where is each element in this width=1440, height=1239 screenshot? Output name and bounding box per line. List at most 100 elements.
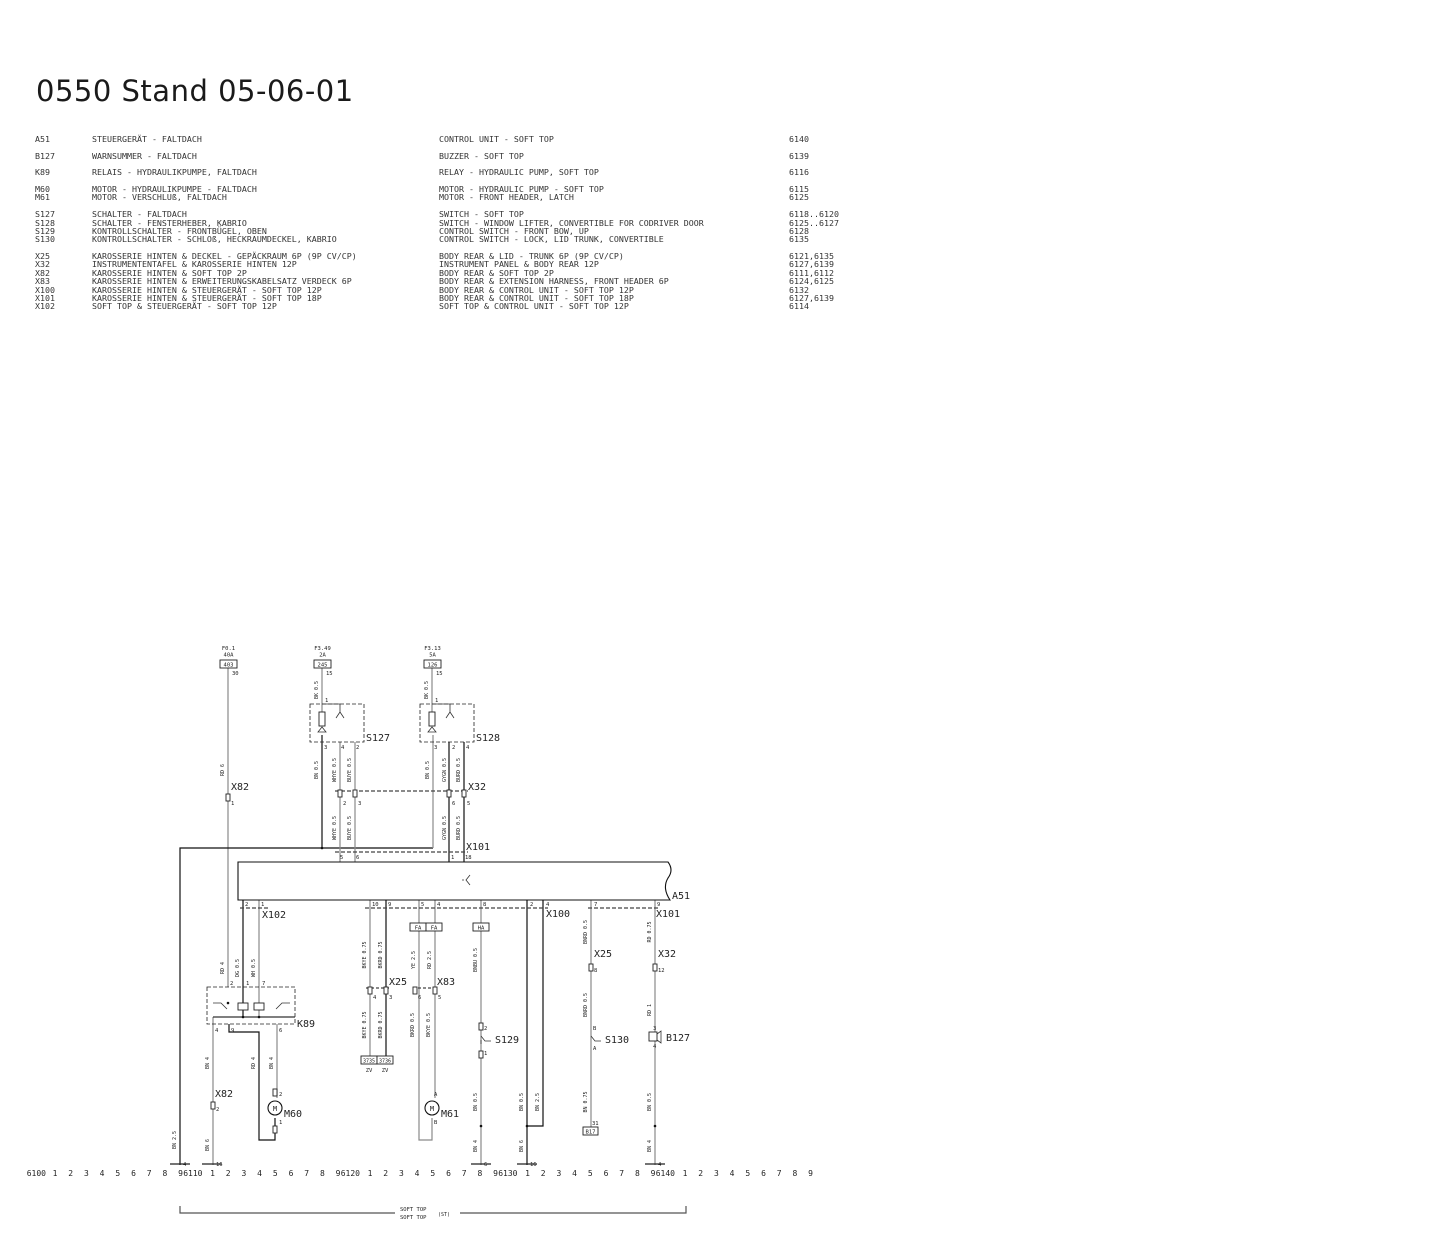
terminal-zv	[376, 1055, 394, 1065]
relay-k89	[206, 986, 296, 1025]
legend-code: X102	[35, 301, 55, 312]
ruler-digit: 6	[131, 1169, 136, 1178]
component-label: K89	[297, 1019, 315, 1030]
buzzer-icon	[656, 1030, 662, 1044]
legend-german: STEUERGERÄT - FALTDACH	[92, 134, 202, 144]
ruler-digit: 1	[53, 1169, 58, 1178]
pin-number: 4	[183, 1162, 187, 1168]
ruler-digit: 4	[257, 1169, 262, 1178]
ruler-digit: 8	[320, 1169, 325, 1178]
ruler-digit: 7	[147, 1169, 152, 1178]
pin-number: 2	[279, 1092, 282, 1098]
connector-terminal	[210, 1101, 216, 1110]
footer-label: SOFT TOP	[400, 1215, 427, 1221]
switch-s129-icon	[480, 1035, 491, 1044]
wire-label: BN 6	[519, 1140, 525, 1152]
fuse-label: F0.1	[222, 646, 235, 652]
pin-number: 2	[343, 801, 346, 807]
ruler-digit: 9	[178, 1169, 183, 1178]
ruler-digit: 9	[336, 1169, 341, 1178]
component-label: M60	[284, 1109, 302, 1120]
footer-label: SOFT TOP	[400, 1207, 427, 1213]
legend-code: S130	[35, 234, 55, 245]
ruler-digit: 9	[651, 1169, 656, 1178]
connector-label: X83	[437, 977, 455, 988]
legend-german: KONTROLLSCHALTER - SCHLOß, HECKRAUMDECKE…	[92, 234, 337, 245]
ruler-digit: 6	[446, 1169, 451, 1178]
pin-number: 31	[592, 1121, 599, 1127]
pin-number: 2	[452, 745, 455, 751]
pin-number: 4	[373, 995, 377, 1001]
motor-icon: M	[430, 1105, 434, 1113]
fuse-box	[313, 659, 332, 669]
legend-english: MOTOR - HYDRAULIC PUMP - SOFT TOP	[439, 184, 604, 195]
ruler-digit: 7	[304, 1169, 309, 1178]
legend-german: SCHALTER - FALTDACH	[92, 209, 187, 220]
pin-number: 1	[261, 902, 264, 908]
ruler-digit: 3	[84, 1169, 89, 1178]
legend-english: SWITCH - SOFT TOP	[439, 209, 524, 220]
wire-label: BKRD 0.75	[378, 1011, 384, 1038]
switch-icon	[317, 703, 345, 733]
connector-terminal	[352, 789, 358, 798]
ruler-digit: 3	[714, 1169, 719, 1178]
wire-k89-9	[228, 1024, 276, 1141]
wire-label: BKYE 0.75	[362, 941, 368, 968]
pin-number: A	[434, 1092, 438, 1098]
fuse-rating: 2A	[319, 653, 326, 659]
wire-label: BNRD 0.5	[583, 920, 589, 944]
legend-reference: 6111,6112	[789, 267, 834, 278]
fuse-number: 245	[318, 663, 328, 669]
connector-label: X25	[594, 949, 612, 960]
legend-german: SOFT TOP & STEUERGERÄT - SOFT TOP 12P	[92, 301, 277, 312]
ruler-digit: 8	[162, 1169, 167, 1178]
legend-german: KAROSSERIE HINTEN & ERWEITERUNGSKABELSAT…	[92, 276, 352, 287]
pin-number: 3	[653, 1026, 656, 1032]
fuse-label: F3.49	[314, 646, 331, 652]
wire-label: BN 4	[269, 1057, 275, 1069]
legend-reference: 6125..6127	[789, 217, 839, 228]
terminal-label: HA	[478, 926, 485, 932]
wire-label: RD 4	[251, 1057, 257, 1069]
junction-dot	[257, 1015, 261, 1019]
legend-code: S128	[35, 217, 55, 228]
connector-terminal	[272, 1125, 278, 1134]
pin-number: 1	[325, 698, 328, 704]
connector-terminal	[478, 1050, 484, 1059]
junction-dot	[226, 1001, 230, 1005]
legend-german: SCHALTER - FENSTERHEBER, KABRIO	[92, 217, 247, 228]
wire-label: BN 4	[473, 1140, 479, 1152]
wire-label: BN 6	[205, 1139, 211, 1151]
legend-reference: 6124,6125	[789, 276, 834, 287]
ruler-digit: 7	[462, 1169, 467, 1178]
ruler-digit: 7	[777, 1169, 782, 1178]
terminal-label: 3736	[379, 1059, 391, 1065]
wire-ground-bus	[179, 847, 433, 1165]
ruler-digit: 4	[415, 1169, 420, 1178]
legend-english: CONTROL SWITCH - FRONT BOW, UP	[439, 225, 589, 236]
legend-english: CONTROL SWITCH - LOCK, LID TRUNK, CONVER…	[439, 234, 664, 245]
pin-number: 6	[452, 801, 455, 807]
legend-reference: 6116	[789, 167, 809, 178]
wire-label: BN 2.5	[172, 1131, 178, 1149]
junction-dot	[653, 1124, 657, 1128]
wire-label: BN 0.5	[473, 1093, 479, 1111]
ruler-digit: 2	[68, 1169, 73, 1178]
legend-german: RELAIS - HYDRAULIKPUMPE, FALTDACH	[92, 167, 257, 178]
relay-contact-icon	[213, 1002, 290, 1010]
legend-reference: 6128	[789, 225, 809, 236]
wire-label: GYGN 0.5	[442, 758, 448, 782]
pin-number: 2	[530, 902, 533, 908]
terminal-label: 3735	[363, 1059, 375, 1065]
legend-code: X82	[35, 267, 50, 278]
legend-code: M60	[35, 184, 50, 195]
connector-label: X101	[466, 842, 490, 853]
wire-label: RD 4	[220, 962, 226, 974]
legend-english: BODY REAR & CONTROL UNIT - SOFT TOP 12P	[439, 284, 634, 295]
pin-number: 7	[262, 981, 265, 987]
connector-label: X32	[468, 782, 486, 793]
legend-english: SWITCH - WINDOW LIFTER, CONVERTIBLE FOR …	[439, 217, 704, 228]
legend-code: S127	[35, 209, 55, 220]
junction-dot	[241, 1015, 245, 1019]
